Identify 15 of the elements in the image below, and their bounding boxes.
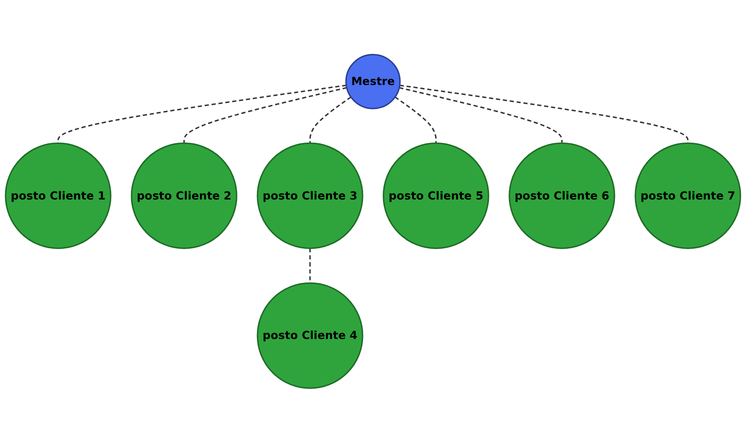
connector	[57, 84, 346, 144]
connector	[400, 84, 689, 144]
node-circle: posto Cliente 4	[256, 282, 364, 390]
connector	[399, 87, 563, 144]
node-circle: posto Cliente 5	[382, 142, 490, 250]
connector	[394, 96, 437, 144]
node-circle: posto Cliente 7	[634, 142, 742, 250]
node-circle: posto Cliente 2	[130, 142, 238, 250]
connector	[309, 96, 352, 144]
node-circle: posto Cliente 6	[508, 142, 616, 250]
node-circle: Mestre	[345, 54, 401, 110]
connector	[309, 248, 311, 284]
node-circle: posto Cliente 1	[4, 142, 112, 250]
connector	[183, 87, 347, 144]
node-circle: posto Cliente 3	[256, 142, 364, 250]
